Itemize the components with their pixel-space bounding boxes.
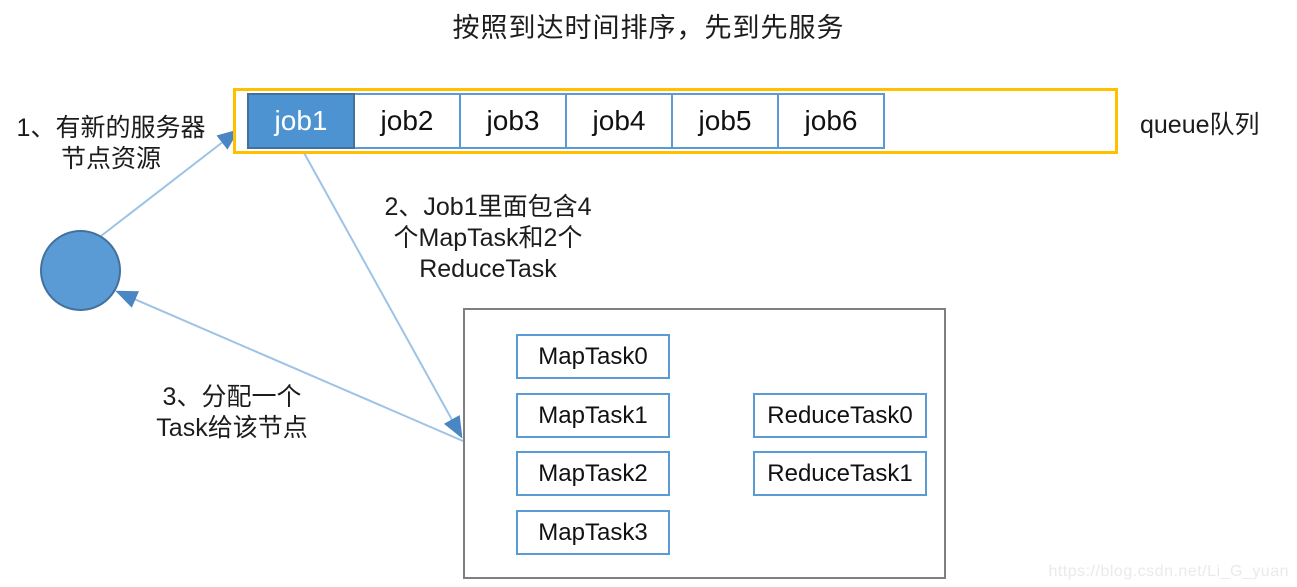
job-box-job6: job6 — [777, 93, 885, 149]
watermark-text: https://blog.csdn.net/Li_G_yuan — [1048, 563, 1289, 580]
server-node-circle — [40, 230, 121, 311]
job-box-job5: job5 — [671, 93, 779, 149]
job-box-job2: job2 — [353, 93, 461, 149]
reduce-task-box: ReduceTask0 — [753, 393, 927, 438]
map-task-box: MapTask1 — [516, 393, 670, 438]
diagram-title: 按照到达时间排序，先到先服务 — [452, 13, 845, 43]
job-box-job4: job4 — [565, 93, 673, 149]
step1-note: 1、有新的服务器 节点资源 — [16, 114, 206, 173]
job-box-job3: job3 — [459, 93, 567, 149]
reduce-task-box: ReduceTask1 — [753, 451, 927, 496]
queue-label: queue队列 — [1140, 111, 1260, 139]
queue-container: job1 job2 job3 job4 job5 job6 — [233, 88, 1118, 154]
task-group-container: MapTask0 MapTask1 MapTask2 MapTask3 Redu… — [463, 308, 946, 579]
step3-note: 3、分配一个 Task给该节点 — [156, 383, 308, 442]
map-task-box: MapTask3 — [516, 510, 670, 555]
step2-note: 2、Job1里面包含4 个MapTask和2个 ReduceTask — [384, 193, 592, 283]
map-task-box: MapTask0 — [516, 334, 670, 379]
job-row: job1 job2 job3 job4 job5 job6 — [247, 93, 885, 149]
job-box-job1: job1 — [247, 93, 355, 149]
map-task-box: MapTask2 — [516, 451, 670, 496]
